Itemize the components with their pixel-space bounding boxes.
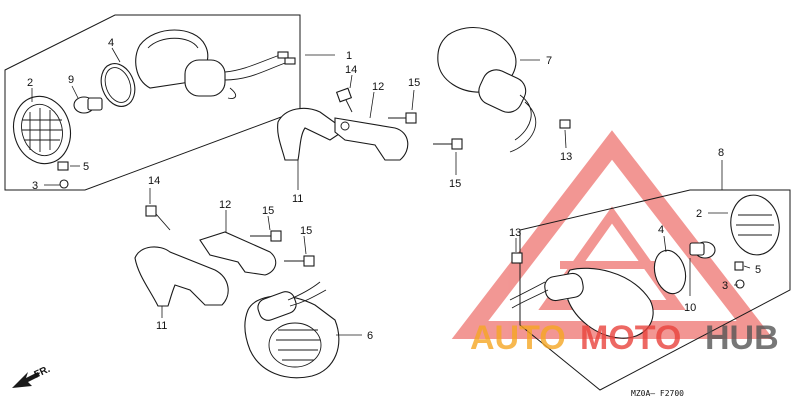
leader-lines [31,47,751,336]
callout-4-b: 4 [658,224,664,236]
callout-2: 2 [27,77,33,89]
callout-11: 11 [292,193,303,205]
rear-winker-left [244,281,340,379]
watermark-text: AUTO MOTO HUB [470,319,779,357]
lower-bracket-assembly [134,205,315,307]
arrow-icon [12,372,40,388]
callout-15: 15 [408,77,420,89]
callout-15-b: 15 [449,178,461,190]
callout-11-b: 11 [156,320,167,332]
callout-13-b: 13 [509,227,521,239]
callout-14-b: 14 [148,175,160,187]
callout-5: 5 [83,161,89,173]
callout-14: 14 [345,64,357,76]
direction-label: FR. [33,364,52,381]
rear-winker-right [437,27,571,153]
callout-13: 13 [560,151,572,163]
front-direction-indicator: FR. [12,364,52,388]
callout-7: 7 [546,55,552,67]
callout-15-c: 15 [262,205,274,217]
callout-12-b: 12 [219,199,231,211]
callout-2-b: 2 [696,208,702,220]
rear-winker-assembly [509,194,780,339]
watermark-hub: HUB [705,319,779,357]
callout-1: 1 [346,50,352,62]
watermark-moto: MOTO [580,319,681,357]
callout-3-b: 3 [722,280,728,292]
diagram-code: MZ0A– F2700 [631,389,684,398]
callout-8: 8 [718,147,724,159]
callout-15-d: 15 [300,225,312,237]
upper-bracket-assembly [277,87,463,161]
callout-3: 3 [32,180,38,192]
front-winker-assembly [13,29,296,189]
callout-12: 12 [372,81,384,93]
callout-6: 6 [367,330,373,342]
callout-5-b: 5 [755,264,761,276]
callout-labels: 1 2 4 9 5 3 14 12 15 11 15 7 13 14 12 15… [27,37,761,342]
callout-4: 4 [108,37,114,49]
callout-9: 9 [68,74,74,86]
watermark-auto: AUTO [470,319,566,357]
callout-10: 10 [684,302,696,314]
group-8-frame [519,189,791,391]
